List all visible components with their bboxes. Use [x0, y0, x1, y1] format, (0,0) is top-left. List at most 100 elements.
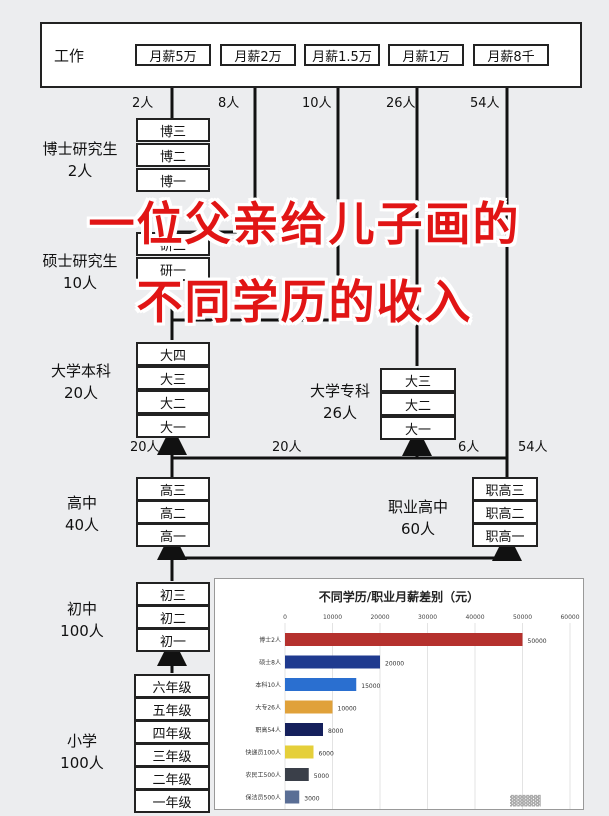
- middle-count: 100人: [60, 622, 104, 640]
- college-label: 大学专科 26人: [300, 380, 380, 424]
- year-box-m1: 初一: [136, 628, 210, 652]
- highschool-label-text: 高中: [66, 494, 97, 512]
- vocational-label: 职业高中 60人: [376, 496, 460, 540]
- chart-tick-label: 40000: [465, 614, 484, 621]
- salary-chart-panel: 不同学历/职业月薪差别（元） 0 10000 20000 30000 40000 50000…: [214, 578, 584, 810]
- salary-box-1: 月薪5万: [135, 44, 211, 66]
- college-label-text: 大学专科: [309, 382, 370, 400]
- work-count-4: 26人: [386, 96, 416, 111]
- chart-value-label: 6000: [319, 751, 334, 758]
- work-count-2: 8人: [218, 96, 240, 111]
- phd-label-text: 博士研究生: [42, 140, 118, 158]
- chart-category-label: 职高54人: [255, 726, 281, 734]
- overlay-title-line1: 一位父亲给儿子画的: [88, 197, 521, 251]
- year-box-p2: 二年级: [134, 766, 210, 790]
- chart-value-label: 3000: [304, 796, 319, 803]
- salary-box-3: 月薪1.5万: [304, 44, 380, 66]
- overlay-title-line2: 不同学历的收入: [136, 275, 473, 329]
- year-box-c2: 大二: [380, 392, 456, 416]
- highschool-count: 40人: [64, 516, 100, 534]
- chart-tick-label: 20000: [370, 614, 389, 621]
- year-box-b1: 大一: [136, 414, 210, 438]
- chart-value-label: 20000: [385, 661, 404, 668]
- year-box-p3: 三年级: [134, 743, 210, 767]
- year-box-p4: 四年级: [134, 720, 210, 744]
- watermark: ▓▓▓▓: [510, 796, 541, 807]
- chart-value-label: 8000: [328, 728, 343, 735]
- highschool-label: 高中 40人: [52, 492, 112, 536]
- year-box-h2: 高二: [136, 500, 210, 524]
- year-box-p6: 六年级: [134, 674, 210, 698]
- primary-label: 小学 100人: [52, 730, 112, 774]
- primary-count: 100人: [60, 754, 104, 772]
- year-box-m3: 初三: [136, 582, 210, 606]
- chart-bar: [285, 700, 333, 714]
- year-box-h3: 高三: [136, 477, 210, 501]
- phd-count: 2人: [67, 162, 93, 180]
- work-label: 工作: [54, 46, 85, 65]
- chart-bar: [285, 723, 323, 736]
- chart-value-label: 10000: [338, 706, 357, 713]
- salary-box-5: 月薪8千: [473, 44, 549, 66]
- phd-label: 博士研究生 2人: [28, 138, 132, 182]
- work-count-3: 10人: [302, 96, 332, 111]
- chart-bar: [285, 633, 523, 646]
- middle-label: 初中 100人: [52, 598, 112, 642]
- bachelor-label: 大学本科 20人: [38, 360, 124, 404]
- chart-bar: [285, 678, 357, 691]
- chart-tick-label: 50000: [513, 614, 532, 621]
- year-box-b2: 大二: [136, 390, 210, 414]
- chart-category-label: 大专26人: [255, 704, 281, 712]
- year-box-phd2: 博二: [136, 143, 210, 167]
- bachelor-label-text: 大学本科: [50, 362, 111, 380]
- flow-count-college-voc: 6人: [458, 440, 480, 455]
- chart-tick-label: 0: [283, 614, 287, 621]
- primary-label-text: 小学: [66, 732, 97, 750]
- year-box-c1: 大一: [380, 416, 456, 440]
- chart-bar: [285, 768, 309, 781]
- chart-category-label: 农民工500人: [246, 771, 281, 779]
- year-box-phd1: 博一: [136, 168, 210, 192]
- year-box-c3: 大三: [380, 368, 456, 392]
- chart-title: 不同学历/职业月薪差别（元）: [319, 589, 479, 604]
- year-box-p1: 一年级: [134, 789, 210, 813]
- chart-category-label: 硕士8人: [259, 659, 281, 667]
- chart-category-label: 本科10人: [255, 681, 281, 689]
- chart-tick-label: 30000: [418, 614, 437, 621]
- year-box-master1: 研一: [136, 257, 210, 281]
- year-box-p5: 五年级: [134, 697, 210, 721]
- master-label-text: 硕士研究生: [42, 252, 118, 270]
- vocational-label-text: 职业高中: [387, 498, 448, 516]
- college-count: 26人: [322, 404, 358, 422]
- year-box-b4: 大四: [136, 342, 210, 366]
- vocational-count: 60人: [400, 520, 436, 538]
- chart-category-label: 快递员100人: [246, 749, 281, 757]
- year-box-h1: 高一: [136, 523, 210, 547]
- chart-value-label: 15000: [361, 683, 380, 690]
- flow-count-bachelor: 20人: [130, 440, 160, 455]
- master-label: 硕士研究生 10人: [28, 250, 132, 294]
- year-box-m2: 初二: [136, 605, 210, 629]
- year-box-b3: 大三: [136, 366, 210, 390]
- chart-tick-label: 60000: [560, 614, 579, 621]
- work-count-1: 2人: [132, 96, 154, 111]
- salary-box-2: 月薪2万: [220, 44, 296, 66]
- chart-bar: [285, 655, 380, 669]
- bachelor-count: 20人: [63, 384, 99, 402]
- year-box-v1: 职高一: [472, 523, 538, 547]
- chart-bar: [285, 745, 314, 759]
- chart-bar: [285, 790, 300, 804]
- chart-tick-label: 10000: [323, 614, 342, 621]
- middle-label-text: 初中: [66, 600, 97, 618]
- year-box-phd3: 博三: [136, 118, 210, 142]
- chart-category-label: 保洁员500人: [246, 794, 281, 802]
- year-box-v2: 职高二: [472, 500, 538, 524]
- salary-box-4: 月薪1万: [388, 44, 464, 66]
- master-count: 10人: [62, 274, 98, 292]
- chart-value-label: 5000: [314, 773, 329, 780]
- year-box-master2: 研二: [136, 232, 210, 256]
- work-count-5: 54人: [470, 96, 500, 111]
- salary-bar-chart: 不同学历/职业月薪差别（元） 0 10000 20000 30000 40000 50000…: [246, 589, 580, 809]
- chart-category-label: 博士2人: [259, 636, 281, 644]
